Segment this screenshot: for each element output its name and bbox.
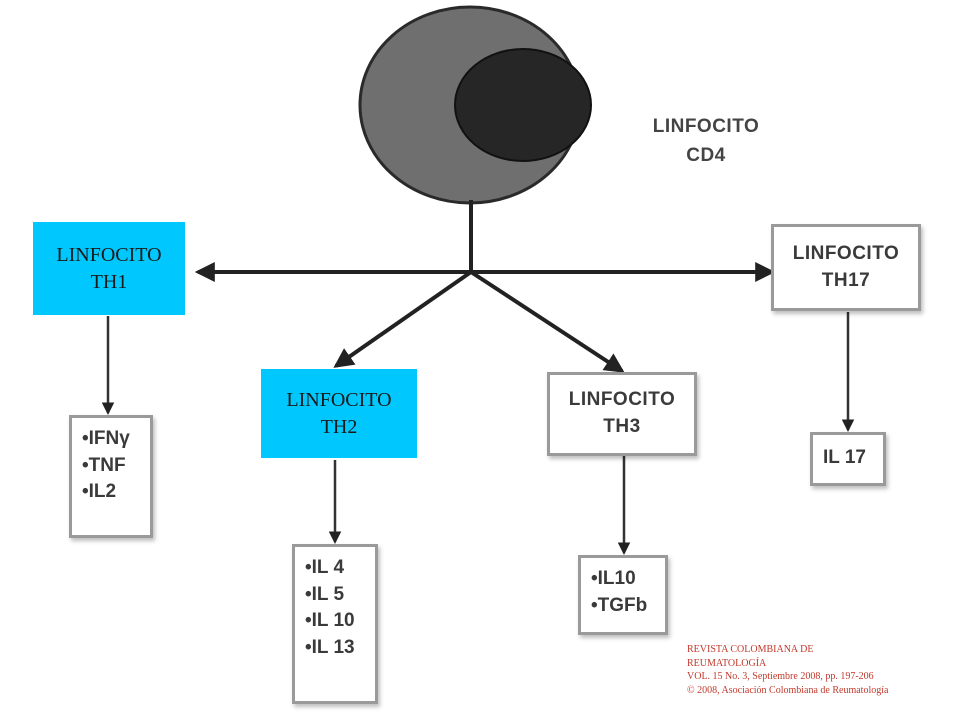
th3-cytokine-list: •IL10 •TGFb (578, 555, 668, 635)
cd4-label-line2: CD4 (686, 145, 726, 167)
cytokine-ifng: •IFNγ (82, 428, 130, 449)
arrow-to-th2 (333, 270, 473, 368)
th2-cytokine-list: •IL 4 •IL 5 •IL 10 •IL 13 (292, 544, 378, 704)
cytokine-il2: •IL2 (82, 481, 117, 503)
th2-line1: LINFOCITO (286, 388, 392, 411)
credit-line2: REUMATOLOGÍA (687, 657, 767, 669)
th1-box: LINFOCITO TH1 (33, 222, 185, 315)
cytokine-il10-th3: •IL10 (591, 568, 636, 589)
th17-line1: LINFOCITO (792, 242, 900, 264)
th2-line2: TH2 (320, 415, 358, 438)
cytokine-il13: •IL 13 (305, 636, 355, 658)
th3-box: LINFOCITO TH3 (547, 372, 697, 456)
th2-box: LINFOCITO TH2 (261, 369, 417, 458)
cytokine-il4: •IL 4 (305, 557, 345, 578)
th17-cytokine-list: IL 17 (810, 432, 886, 486)
th17-box: LINFOCITO TH17 (771, 224, 921, 311)
journal-credit: REVISTA COLOMBIANA DE REUMATOLOGÍA VOL. … (687, 643, 957, 697)
credit-line3: VOL. 15 No. 3, Septiembre 2008, pp. 197-… (687, 671, 874, 682)
th3-line1: LINFOCITO (568, 389, 676, 411)
arrow-to-th3 (469, 270, 625, 373)
th1-line1: LINFOCITO (56, 243, 162, 266)
th1-cytokine-list: •IFNγ •TNF •IL2 (69, 415, 153, 538)
cd4-label: LINFOCITO CD4 (636, 112, 776, 171)
cytokine-tnf: •TNF (82, 454, 126, 476)
th17-line2: TH17 (821, 269, 871, 291)
cytokine-il10: •IL 10 (305, 610, 355, 632)
cytokine-tgfb: •TGFb (591, 594, 648, 616)
credit-line4: © 2008, Asociación Colombiana de Reumato… (687, 684, 889, 696)
th1-line2: TH1 (90, 270, 128, 293)
cytokine-il17: IL 17 (823, 447, 866, 468)
cd4-label-line1: LINFOCITO (652, 116, 760, 137)
cytokine-il5: •IL 5 (305, 583, 345, 605)
th3-line2: TH3 (603, 416, 641, 437)
cd4-cell-nucleus (454, 48, 592, 162)
credit-line1: REVISTA COLOMBIANA DE (687, 644, 814, 655)
